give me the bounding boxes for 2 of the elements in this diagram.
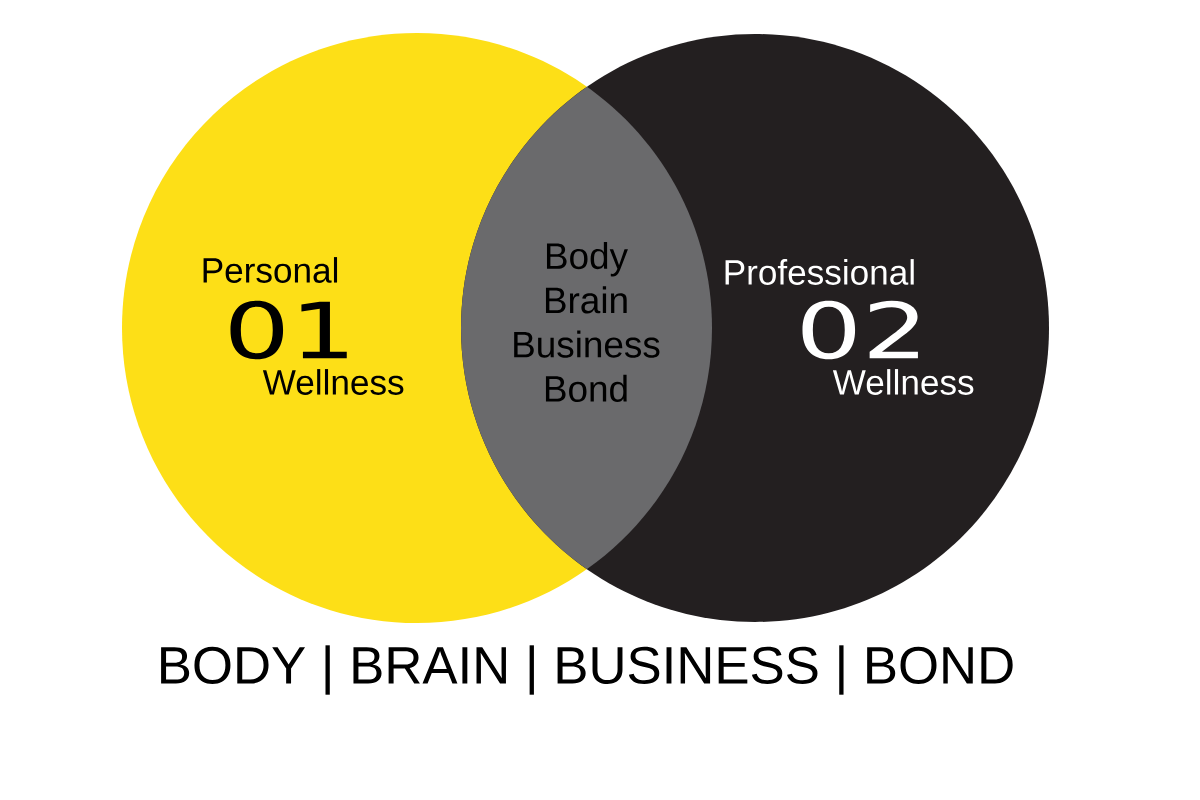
overlap-region: Body Brain Business Bond <box>514 242 660 402</box>
tagline: BODY | BRAIN | BUSINESS | BOND <box>161 645 1013 695</box>
